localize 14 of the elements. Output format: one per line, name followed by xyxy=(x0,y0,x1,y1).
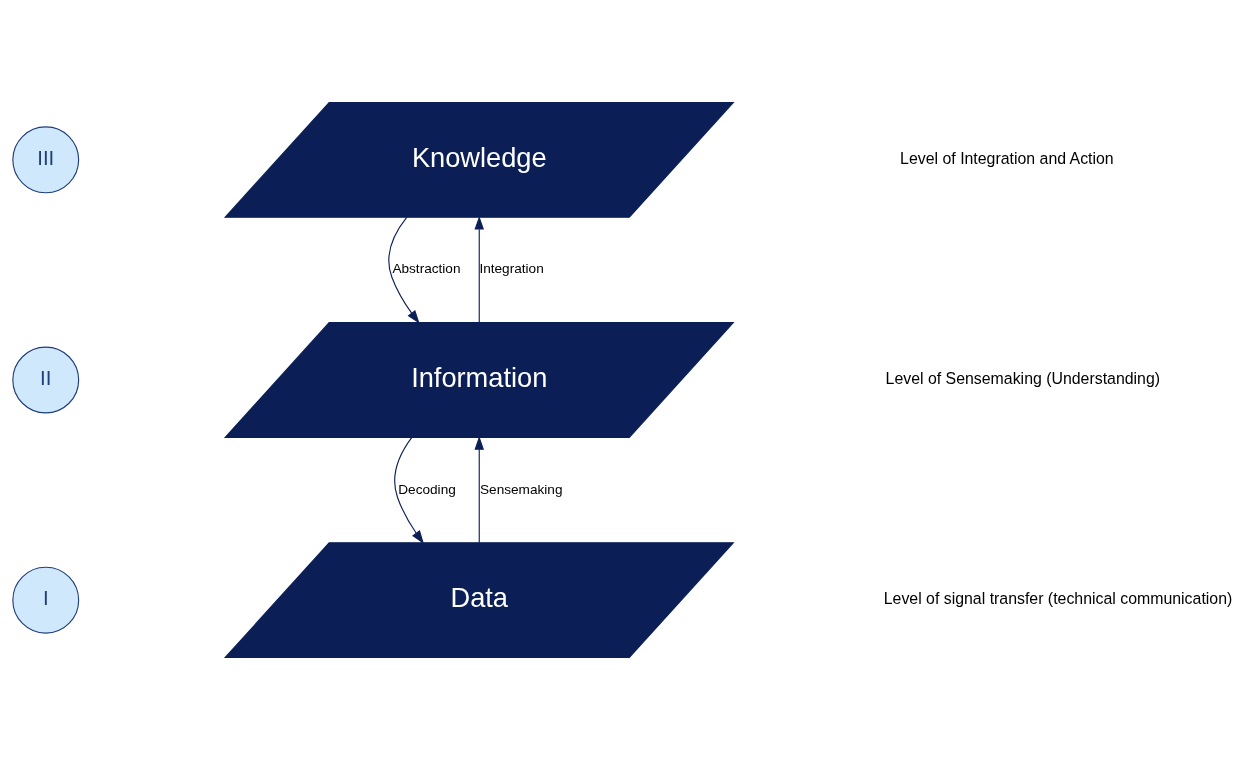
arrow xyxy=(388,216,420,324)
arrow xyxy=(394,436,424,544)
edge-label: Decoding xyxy=(398,481,456,497)
arrow xyxy=(474,215,484,324)
label: Level of Sensemaking (Understanding) xyxy=(885,370,1161,388)
node-circle: III xyxy=(12,126,80,194)
arrow xyxy=(474,436,484,544)
edge-label: Integration xyxy=(479,261,544,277)
edge-label: Abstraction xyxy=(392,261,461,277)
edge-label: Sensemaking xyxy=(480,481,563,497)
label: Level of Integration and Action xyxy=(900,150,1114,168)
label: Level of signal transfer (technical communication) xyxy=(883,590,1233,608)
node-circle: II xyxy=(12,346,80,414)
node-circle: I xyxy=(12,566,80,634)
